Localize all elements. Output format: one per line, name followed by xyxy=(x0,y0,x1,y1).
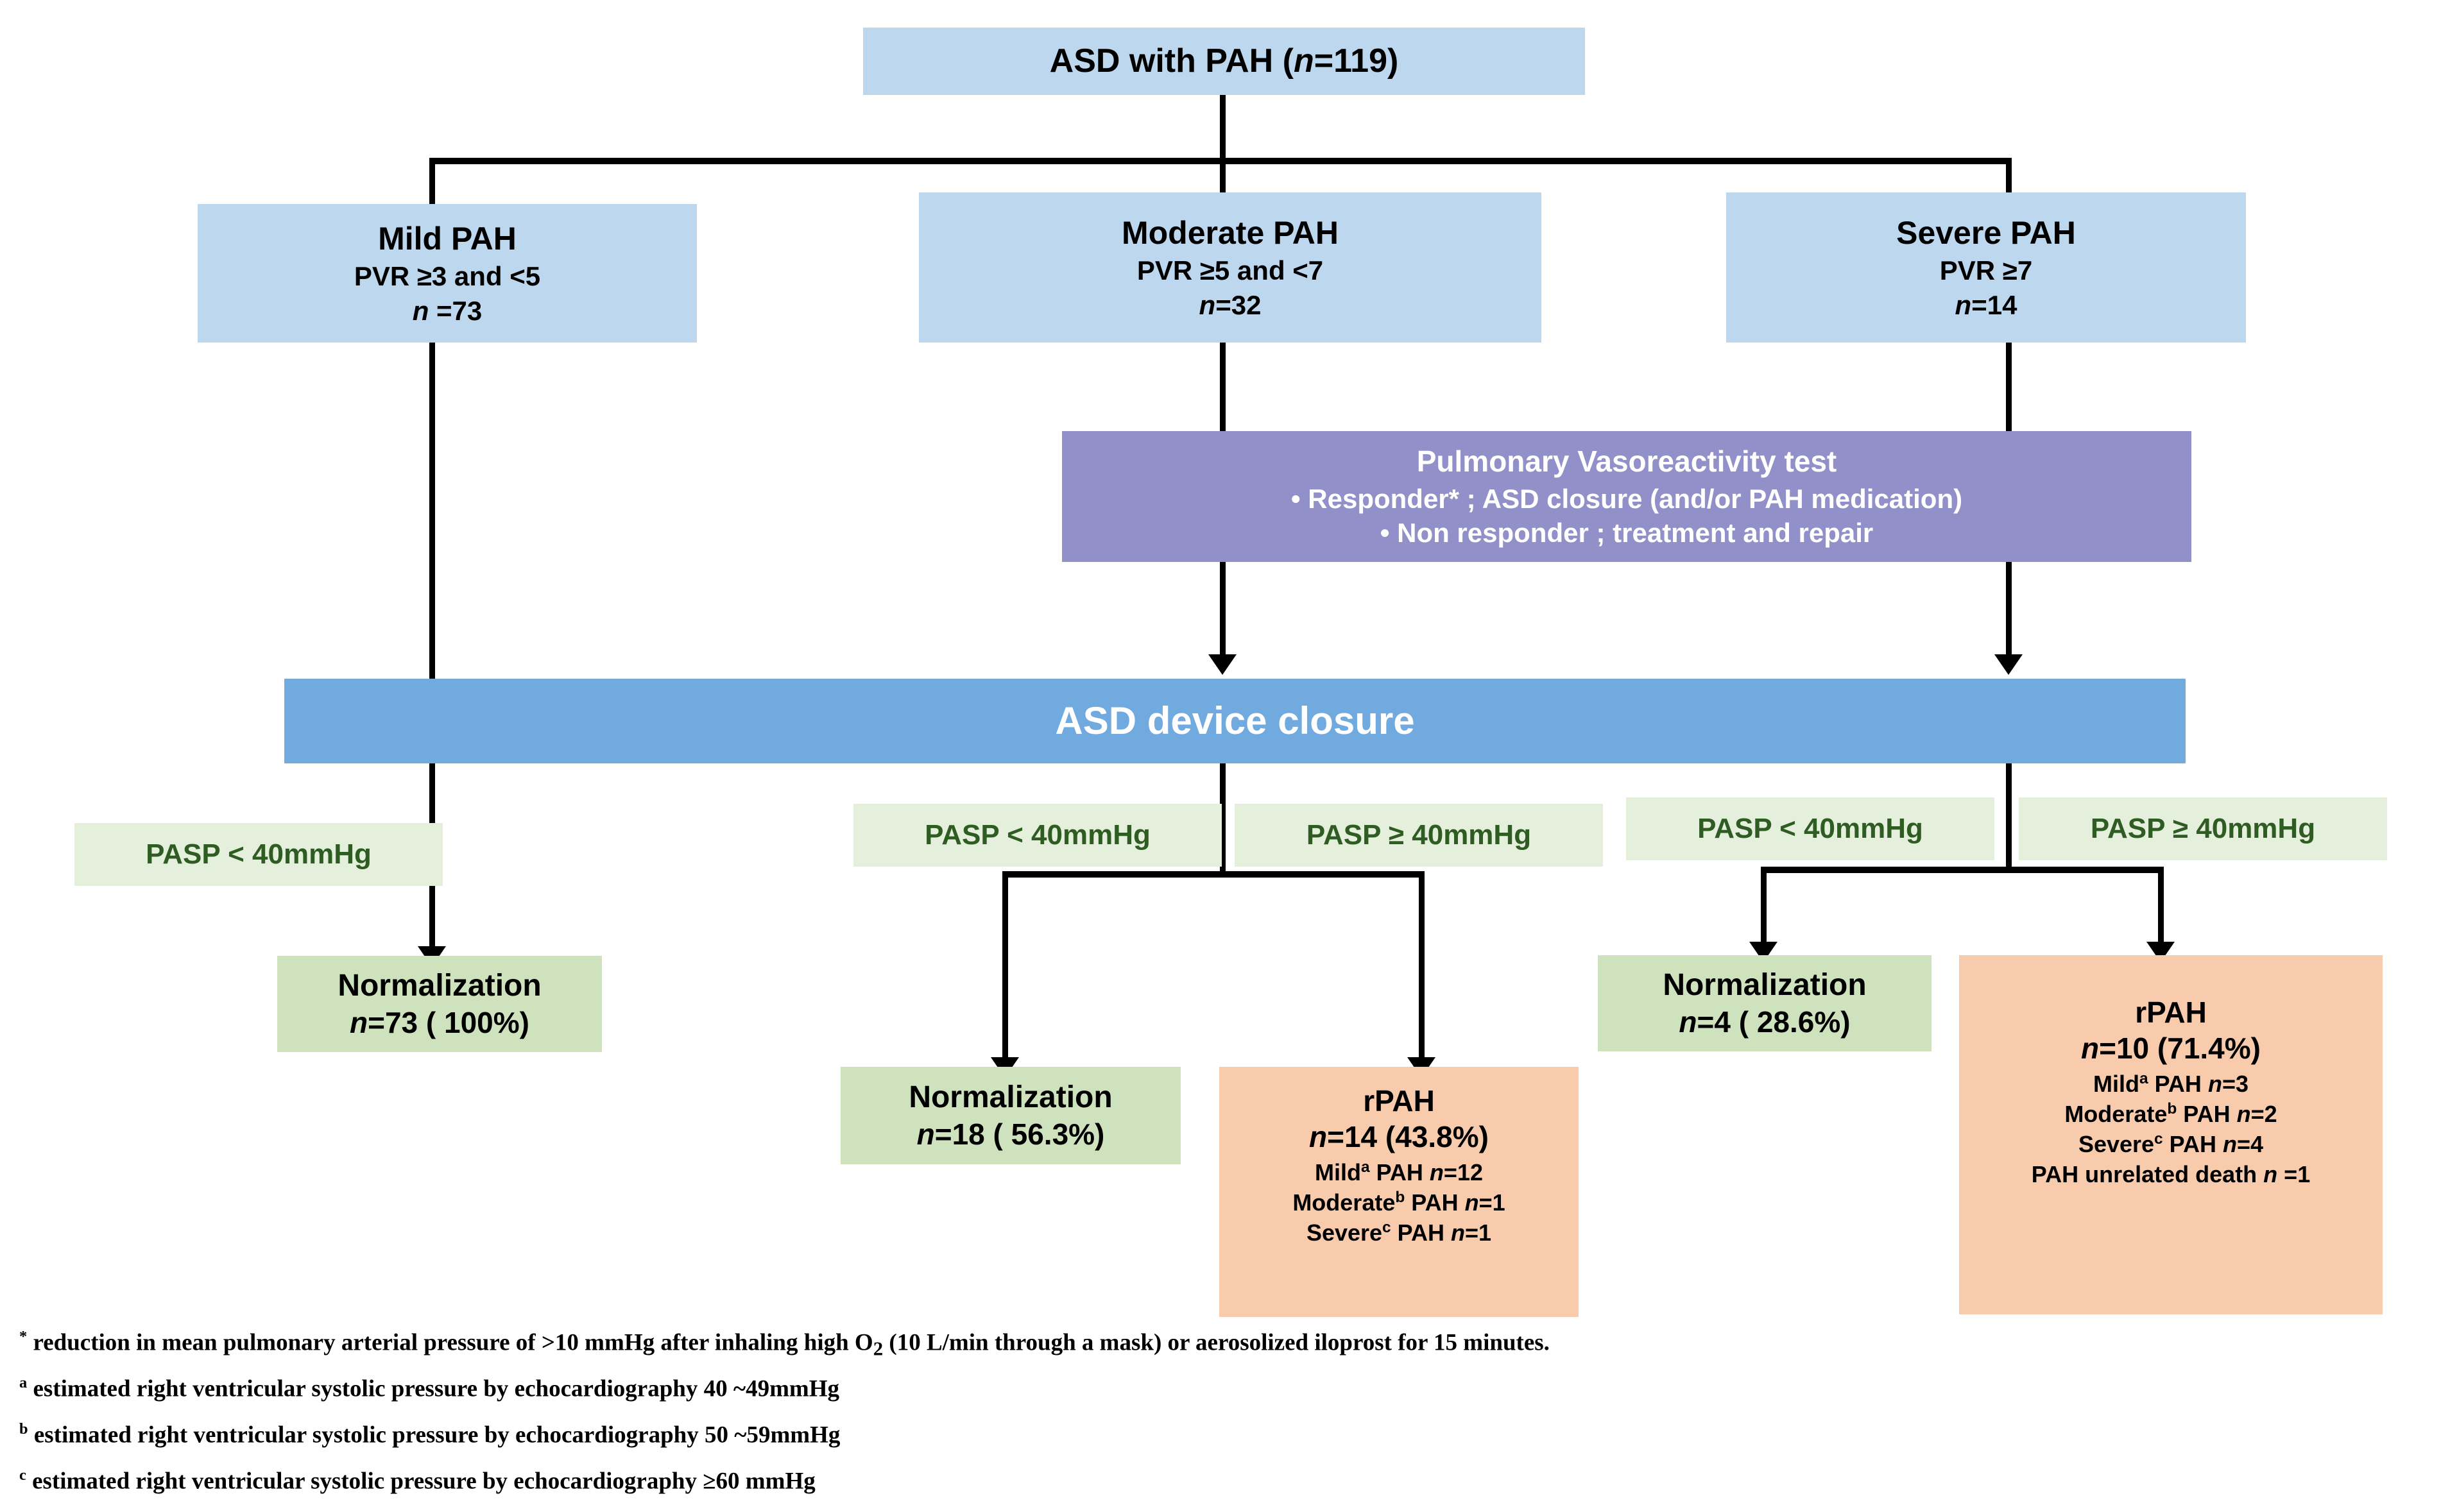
moderate-normalization-n: n=18 ( 56.3%) xyxy=(916,1117,1105,1151)
footnote-asterisk-sub: 2 xyxy=(873,1338,884,1360)
moderate-rpah-detail-severe: Severec PAH n=1 xyxy=(1306,1219,1492,1246)
node-severe-normalization[interactable]: Normalization n=4 ( 28.6%) xyxy=(1598,955,1931,1051)
vasoreactivity-title: Pulmonary Vasoreactivity test xyxy=(1416,445,1837,479)
connector-severe-split-hbar xyxy=(1761,867,2164,873)
node-moderate-pah[interactable]: Moderate PAH PVR ≥5 and <7 n=32 xyxy=(919,192,1541,343)
footnote-a-text: estimated right ventricular systolic pre… xyxy=(27,1375,840,1402)
connector-mild-to-closure xyxy=(429,343,435,688)
severe-rpah-detail-death: PAH unrelated death n =1 xyxy=(2031,1160,2311,1187)
mild-normalization-n: n=73 ( 100%) xyxy=(350,1006,529,1040)
node-severe-pah[interactable]: Severe PAH PVR ≥7 n=14 xyxy=(1726,192,2246,343)
tag-pasp-moderate-lt40: PASP < 40mmHg xyxy=(853,804,1222,867)
tag-pasp-severe-lt40: PASP < 40mmHg xyxy=(1626,797,1994,860)
footnote-asterisk: * reduction in mean pulmonary arterial p… xyxy=(19,1328,1550,1361)
moderate-rpah-title: rPAH xyxy=(1363,1084,1435,1117)
severe-rpah-detail-moderate: Moderateb PAH n=2 xyxy=(2064,1100,2277,1127)
moderate-normalization-title: Normalization xyxy=(909,1080,1113,1114)
connector-closure-severe-stem xyxy=(2006,763,2012,869)
node-severe-pah-criteria: PVR ≥7 xyxy=(1939,255,2033,285)
severe-normalization-n: n=4 ( 28.6%) xyxy=(1679,1005,1851,1039)
moderate-rpah-n: n=14 (43.8%) xyxy=(1309,1120,1489,1154)
connector-closure-moderate-stem xyxy=(1220,763,1226,874)
connector-severe-left-drop xyxy=(1761,867,1767,951)
footnote-asterisk-text-a: reduction in mean pulmonary arterial pre… xyxy=(27,1329,873,1356)
footnote-c: c estimated right ventricular systolic p… xyxy=(19,1466,816,1495)
connector-severe-right-drop xyxy=(2158,867,2164,951)
arrowhead-vaso-to-closure-severe xyxy=(1994,654,2023,675)
connector-moderate-right-drop xyxy=(1419,871,1425,1067)
connector-drop-moderate xyxy=(1220,158,1226,204)
moderate-rpah-detail-mild: Milda PAH n=12 xyxy=(1314,1158,1483,1185)
footnote-b-marker: b xyxy=(19,1420,28,1438)
node-moderate-pah-criteria: PVR ≥5 and <7 xyxy=(1136,255,1324,285)
severe-normalization-title: Normalization xyxy=(1663,967,1867,1002)
connector-drop-severe xyxy=(2006,158,2012,204)
node-moderate-normalization[interactable]: Normalization n=18 ( 56.3%) xyxy=(841,1067,1181,1164)
connector-moderate-left-drop xyxy=(1002,871,1008,1067)
vasoreactivity-bullet-responder: • Responder* ; ASD closure (and/or PAH m… xyxy=(1290,483,1963,514)
node-mild-pah-n: n =73 xyxy=(412,295,483,326)
footnote-c-marker: c xyxy=(19,1466,26,1484)
footnote-asterisk-marker: * xyxy=(19,1328,28,1345)
node-mild-pah[interactable]: Mild PAH PVR ≥3 and <5 n =73 xyxy=(198,204,697,343)
tag-pasp-moderate-ge40-label: PASP ≥ 40mmHg xyxy=(1306,819,1532,851)
bullet-glyph-icon: • xyxy=(1290,483,1301,514)
connector-root-stem xyxy=(1220,95,1226,201)
node-severe-rpah[interactable]: rPAH n=10 (71.4%) Milda PAH n=3 Moderate… xyxy=(1959,955,2383,1314)
connector-severe-to-vasoreactivity xyxy=(2006,343,2012,432)
node-mild-pah-criteria: PVR ≥3 and <5 xyxy=(354,260,541,291)
severe-rpah-n: n=10 (71.4%) xyxy=(2081,1032,2261,1066)
node-severe-pah-n: n=14 xyxy=(1955,289,2017,320)
tag-pasp-mild-lt40: PASP < 40mmHg xyxy=(74,823,443,886)
connector-vaso-to-closure-severe xyxy=(2006,562,2012,658)
node-mild-pah-title: Mild PAH xyxy=(378,220,517,257)
tag-pasp-mild-lt40-label: PASP < 40mmHg xyxy=(146,838,372,871)
connector-moderate-split-hbar xyxy=(1002,871,1425,878)
node-asd-with-pah-label: ASD with PAH (n=119) xyxy=(1049,42,1399,80)
asd-device-closure-label: ASD device closure xyxy=(1055,699,1415,742)
footnote-c-text: estimated right ventricular systolic pre… xyxy=(26,1468,816,1495)
tag-pasp-severe-ge40-label: PASP ≥ 40mmHg xyxy=(2090,813,2316,845)
severe-rpah-title: rPAH xyxy=(2135,996,2207,1029)
node-severe-pah-title: Severe PAH xyxy=(1896,214,2076,251)
connector-vaso-to-closure-moderate xyxy=(1220,562,1226,658)
moderate-rpah-detail-moderate: Moderateb PAH n=1 xyxy=(1292,1189,1505,1216)
tag-pasp-severe-lt40-label: PASP < 40mmHg xyxy=(1697,813,1923,845)
footnote-b: b estimated right ventricular systolic p… xyxy=(19,1420,840,1448)
footnote-asterisk-text-b: (10 L/min through a mask) or aerosolized… xyxy=(883,1329,1550,1356)
node-moderate-pah-n: n=32 xyxy=(1199,289,1262,320)
vasoreactivity-bullet-nonresponder: • Non responder ; treatment and repair xyxy=(1380,518,1874,548)
node-pulmonary-vasoreactivity-test[interactable]: Pulmonary Vasoreactivity test • Responde… xyxy=(1062,431,2191,562)
footnote-a: a estimated right ventricular systolic p… xyxy=(19,1374,839,1402)
mild-normalization-title: Normalization xyxy=(338,968,542,1003)
tag-pasp-moderate-ge40: PASP ≥ 40mmHg xyxy=(1235,804,1603,867)
node-moderate-rpah[interactable]: rPAH n=14 (43.8%) Milda PAH n=12 Moderat… xyxy=(1219,1067,1579,1317)
tag-pasp-severe-ge40: PASP ≥ 40mmHg xyxy=(2019,797,2387,860)
node-moderate-pah-title: Moderate PAH xyxy=(1121,214,1339,251)
connector-moderate-to-vasoreactivity xyxy=(1220,343,1226,432)
arrowhead-vaso-to-closure-moderate xyxy=(1208,654,1237,675)
bullet-glyph-icon-2: • xyxy=(1380,518,1390,548)
severe-rpah-detail-severe: Severec PAH n=4 xyxy=(2078,1130,2264,1158)
node-asd-with-pah[interactable]: ASD with PAH (n=119) xyxy=(863,28,1585,95)
node-asd-device-closure[interactable]: ASD device closure xyxy=(284,679,2186,763)
tag-pasp-moderate-lt40-label: PASP < 40mmHg xyxy=(925,819,1151,851)
footnote-a-marker: a xyxy=(19,1374,28,1391)
connector-drop-mild xyxy=(429,158,435,204)
node-mild-normalization[interactable]: Normalization n=73 ( 100%) xyxy=(277,956,602,1052)
footnote-b-text: estimated right ventricular systolic pre… xyxy=(28,1422,841,1448)
severe-rpah-detail-mild: Milda PAH n=3 xyxy=(2093,1069,2248,1097)
